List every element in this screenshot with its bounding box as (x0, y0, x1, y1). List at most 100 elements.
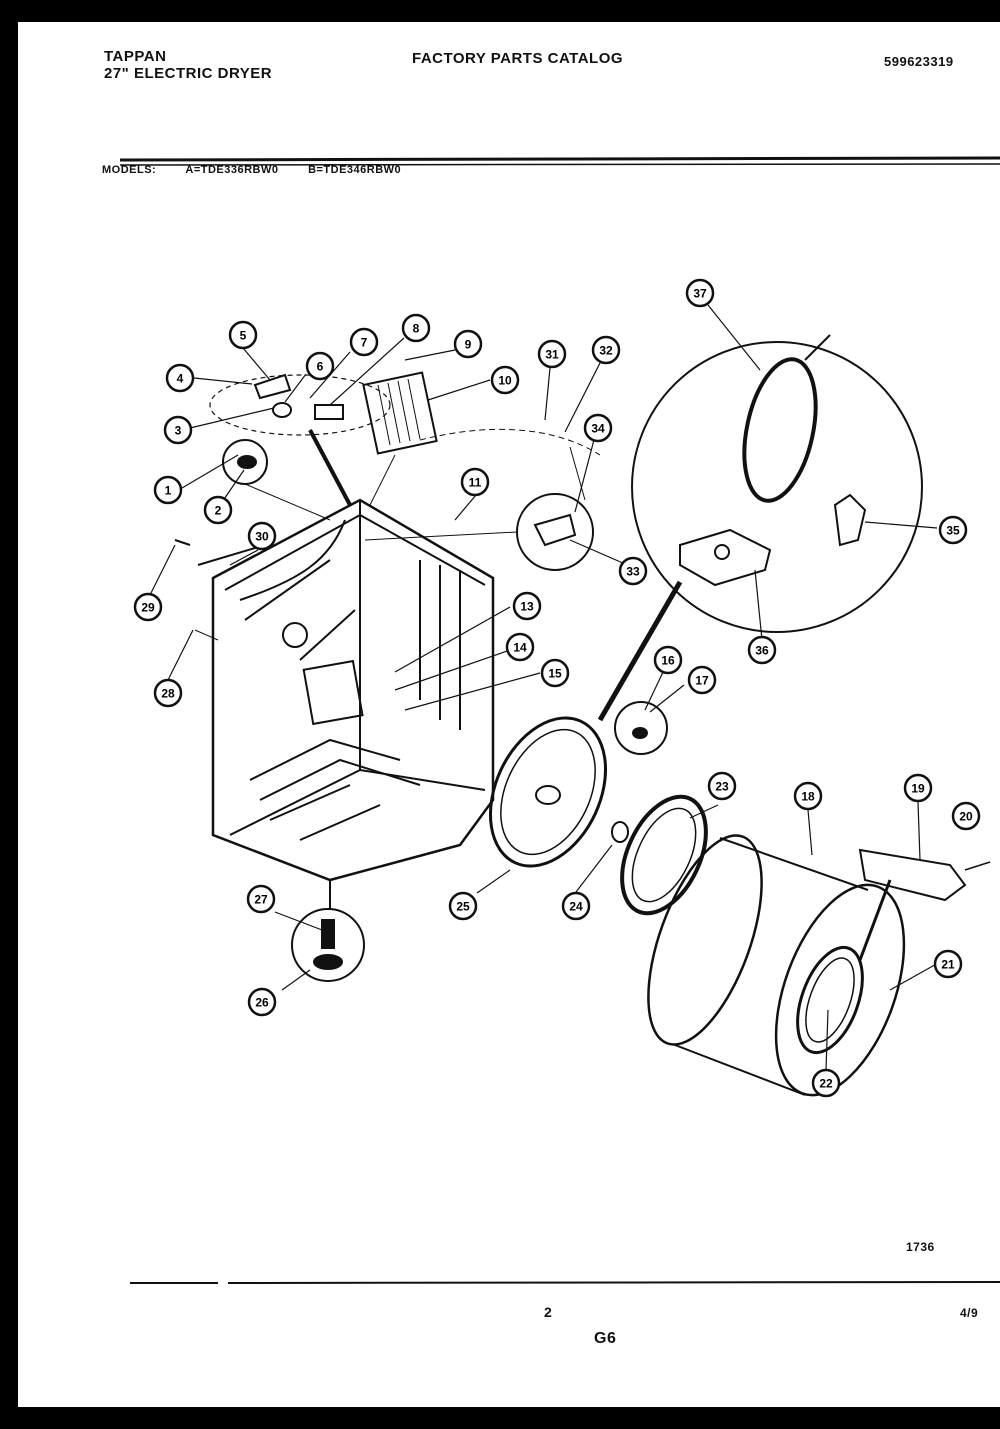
callout-23: 23 (707, 771, 737, 801)
detail-circle-16-17 (614, 701, 668, 755)
callout-26: 26 (247, 987, 277, 1017)
callout-label: 22 (819, 1077, 833, 1091)
brand-name: TAPPAN (104, 48, 167, 65)
callout-18: 18 (793, 781, 823, 811)
callout-label: 13 (520, 600, 534, 614)
callout-2: 2 (203, 495, 233, 525)
callout-label: 28 (161, 687, 175, 701)
reference-number: 1736 (906, 1240, 935, 1254)
callout-label: 8 (413, 322, 420, 336)
dryer-drum (647, 834, 906, 1097)
callout-label: 37 (693, 287, 707, 301)
drum-baffle (858, 848, 967, 902)
callout-label: 19 (911, 782, 925, 796)
callout-label: 36 (755, 644, 769, 658)
callout-label: 18 (801, 790, 815, 804)
callout-group: 1 2 34 5 6 7 8 9 10 11 13 14 15 16 17 18 19 20 21 22 23 24 25 2… (133, 278, 981, 1098)
callout-6: 6 (305, 351, 335, 381)
part-8-shape (314, 404, 344, 420)
callout-label: 26 (255, 996, 269, 1010)
callout-31: 31 (537, 339, 567, 369)
rear-bulkhead (488, 716, 608, 868)
callout-label: 31 (545, 348, 559, 362)
callout-label: 7 (361, 336, 368, 350)
callout-19: 19 (903, 773, 933, 803)
print-date: 4/9 (960, 1306, 979, 1320)
callout-3: 3 (163, 415, 193, 445)
detail-circle-belt (631, 341, 923, 633)
callout-label: 24 (569, 900, 583, 914)
catalog-title: FACTORY PARTS CATALOG (412, 50, 624, 67)
part-5-shape (253, 373, 292, 400)
callout-24: 24 (561, 891, 591, 921)
page-number: 2 (544, 1304, 553, 1320)
callout-20: 20 (951, 801, 981, 831)
callout-28: 28 (153, 678, 183, 708)
models-line: MODELS: A=TDE336RBW0 B=TDE346RBW0 (102, 164, 401, 176)
callout-10: 10 (490, 365, 520, 395)
callout-17: 17 (687, 665, 717, 695)
callout-7: 7 (349, 327, 379, 357)
callout-15: 15 (540, 658, 570, 688)
lint-filter (362, 371, 438, 455)
callout-label: 11 (469, 476, 482, 490)
callout-34: 34 (583, 413, 613, 443)
model-b: B=TDE346RBW0 (308, 164, 402, 176)
header-rule (119, 156, 1000, 162)
callout-25: 25 (448, 891, 478, 921)
callout-16: 16 (653, 645, 683, 675)
callout-label: 27 (254, 893, 268, 907)
callout-label: 25 (456, 900, 470, 914)
callout-1: 1 (153, 475, 183, 505)
callout-label: 21 (941, 958, 955, 972)
lint-filter-mesh (377, 378, 421, 446)
detail-circle-33-34 (516, 493, 594, 571)
callout-33: 33 (618, 556, 648, 586)
callout-label: 1 (165, 484, 172, 498)
callout-37: 37 (685, 278, 715, 308)
part-24-shape (611, 821, 629, 843)
catalog-code: 599623319 (884, 54, 954, 69)
callout-label: 9 (465, 338, 472, 352)
callout-label: 6 (317, 360, 324, 374)
callout-32: 32 (591, 335, 621, 365)
callout-label: 23 (715, 780, 729, 794)
part-6-shape (272, 402, 292, 418)
drum-seal (620, 794, 708, 916)
drive-belt (742, 357, 818, 503)
callout-label: 17 (695, 674, 709, 688)
callout-13: 13 (512, 591, 542, 621)
callout-label: 34 (591, 422, 605, 436)
callout-label: 3 (175, 424, 182, 438)
callout-14: 14 (505, 632, 535, 662)
idler-bracket (679, 528, 772, 587)
callout-label: 32 (599, 344, 613, 358)
callout-label: 15 (548, 667, 562, 681)
callout-36: 36 (747, 635, 777, 665)
callout-label: 16 (661, 654, 675, 668)
section-code: G6 (594, 1330, 617, 1347)
callout-27: 27 (246, 884, 276, 914)
callout-label: 2 (215, 504, 222, 518)
callout-35: 35 (938, 515, 968, 545)
models-label: MODELS: (102, 164, 157, 176)
cabinet (211, 498, 495, 910)
callout-29: 29 (133, 592, 163, 622)
callout-label: 30 (255, 530, 269, 544)
callout-21: 21 (933, 949, 963, 979)
callout-9: 9 (453, 329, 483, 359)
header-rule-thin (119, 163, 1000, 166)
model-a: A=TDE336RBW0 (185, 164, 279, 176)
callout-label: 33 (626, 565, 640, 579)
catalog-sheet (18, 22, 1000, 1407)
callout-5: 5 (228, 320, 258, 350)
detail-circle-leg (291, 908, 365, 982)
callout-8: 8 (401, 313, 431, 343)
callout-label: 5 (240, 329, 247, 343)
callout-22: 22 (811, 1068, 841, 1098)
callout-label: 20 (959, 810, 973, 824)
callout-30: 30 (247, 521, 277, 551)
callout-label: 35 (946, 524, 960, 538)
callout-label: 10 (498, 374, 512, 388)
